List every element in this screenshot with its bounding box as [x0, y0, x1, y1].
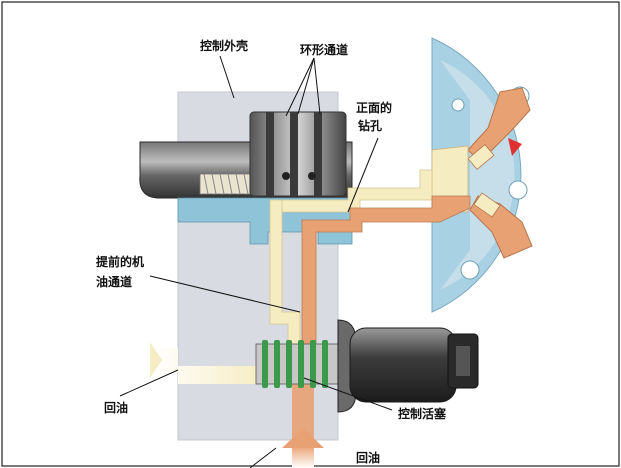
left-return-oil-path	[150, 348, 262, 384]
pressure-oil-inlet	[292, 380, 314, 440]
label-advance-channel-1: 提前的机	[96, 254, 144, 269]
label-return-oil-left: 回油	[104, 400, 128, 415]
annular-ring	[249, 111, 347, 197]
solenoid-valve	[337, 319, 479, 413]
label-front-bore-2: 钻孔	[358, 118, 382, 133]
left-return-arrow-icon	[150, 342, 162, 378]
label-control-piston: 控制活塞	[398, 406, 447, 421]
rotation-arrow-icon	[508, 138, 522, 156]
control-piston-assembly	[255, 340, 343, 388]
label-return-oil-bottom: 回油	[356, 450, 380, 465]
label-annular-channel: 环形通道	[300, 42, 348, 57]
label-front-bore-1: 正面的	[356, 100, 392, 115]
label-control-housing: 控制外壳	[200, 38, 248, 53]
rotor-disc	[431, 37, 533, 313]
label-advance-channel-2: 油通道	[96, 274, 132, 289]
pressure-arrow-icon	[282, 428, 324, 468]
leader-lines	[119, 55, 393, 468]
